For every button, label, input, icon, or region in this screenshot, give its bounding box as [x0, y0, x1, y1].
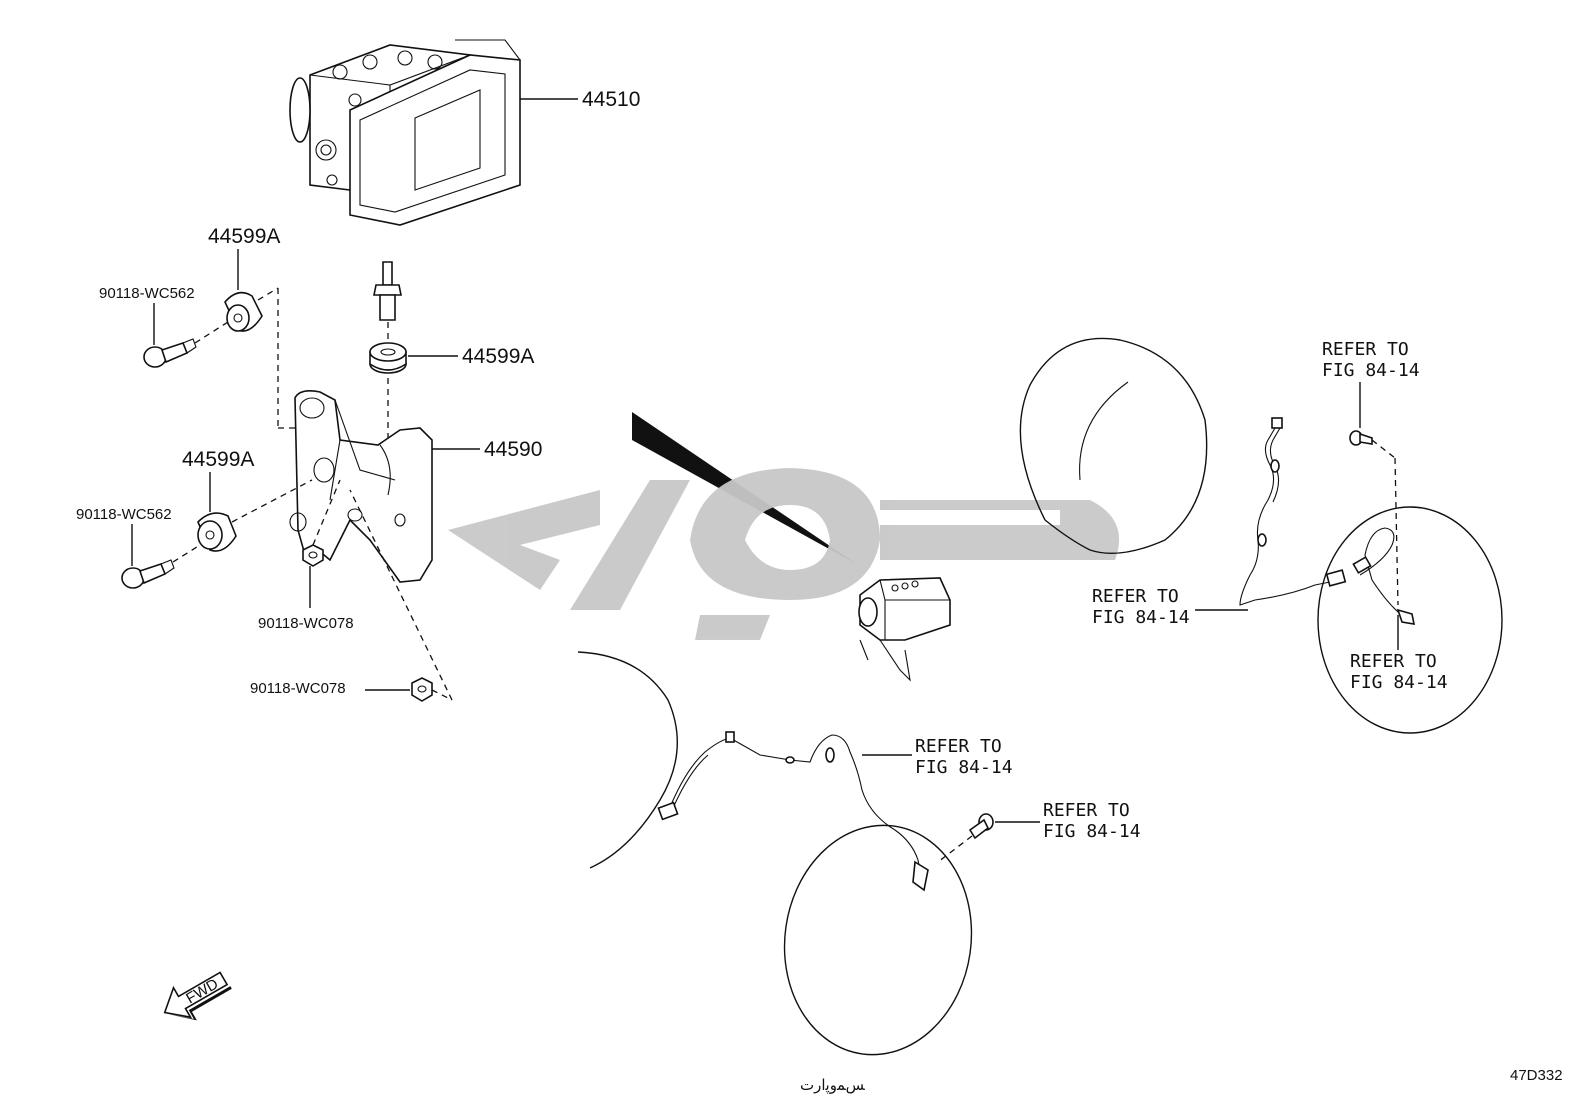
watermark: [448, 468, 1120, 640]
label-44599a-top-right[interactable]: 44599A: [462, 345, 534, 368]
label-bolt-lower[interactable]: 90118-WC562: [76, 506, 172, 523]
cushion-44599a-top-right[interactable]: [369, 342, 407, 374]
label-44510[interactable]: 44510: [582, 88, 640, 111]
rear-speed-sensor[interactable]: [1352, 527, 1416, 625]
abs-actuator-44510[interactable]: [289, 39, 521, 226]
figure-code: 47D332: [1510, 1067, 1563, 1084]
bolt-90118-wc562-upper[interactable]: [143, 338, 197, 368]
bolt-90118-wc562-lower[interactable]: [121, 559, 175, 589]
fwd-arrow-icon: FWD: [163, 971, 232, 1021]
rear-tire: [1019, 337, 1208, 555]
label-bolt-upper[interactable]: 90118-WC562: [99, 285, 195, 302]
ref-rear-harness-line2[interactable]: FIG 84-14: [1092, 607, 1190, 628]
dash-bolt-upper: [194, 321, 229, 344]
nut-90118-wc078-upper[interactable]: [302, 544, 324, 567]
actuator-location-view[interactable]: [858, 577, 951, 682]
label-44590[interactable]: 44590: [484, 438, 542, 461]
label-44599a-lower-left[interactable]: 44599A: [182, 448, 254, 471]
ref-rear-sensor-line1[interactable]: REFER TO: [1350, 651, 1437, 672]
watermark-text: ﺲﻤﻭﭘﺍﺭﺕ: [800, 1077, 866, 1095]
ref-rear-sensor-line2[interactable]: FIG 84-14: [1350, 672, 1448, 693]
front-tire: [577, 651, 678, 869]
rear-sensor-bolt[interactable]: [1349, 430, 1373, 446]
ref-front-bolt-line1[interactable]: REFER TO: [1043, 800, 1130, 821]
ref-rear-bolt-line2[interactable]: FIG 84-14: [1322, 360, 1420, 381]
label-nut-lower[interactable]: 90118-WC078: [250, 680, 346, 697]
front-sensor-bolt[interactable]: [968, 813, 994, 840]
ref-rear-bolt-line1[interactable]: REFER TO: [1322, 339, 1409, 360]
rear-sensor-harness[interactable]: [1239, 417, 1347, 606]
label-44599a-upper-left[interactable]: 44599A: [208, 225, 280, 248]
rear-wheel: [1317, 506, 1503, 734]
cushion-44599a-upper-left[interactable]: [224, 291, 263, 332]
ref-front-bolt-line2[interactable]: FIG 84-14: [1043, 821, 1141, 842]
front-wheel: [783, 824, 973, 1056]
cushion-44599a-lower-left[interactable]: [197, 512, 237, 552]
front-sensor-harness[interactable]: [657, 731, 929, 892]
stud-bolt[interactable]: [373, 261, 402, 321]
label-nut-upper[interactable]: 90118-WC078: [258, 615, 354, 632]
bracket-44590[interactable]: [289, 390, 433, 583]
ref-front-harness-line2[interactable]: FIG 84-14: [915, 757, 1013, 778]
ref-rear-harness-line1[interactable]: REFER TO: [1092, 586, 1179, 607]
nut-90118-wc078-lower[interactable]: [411, 677, 433, 702]
ref-front-harness-line1[interactable]: REFER TO: [915, 736, 1002, 757]
